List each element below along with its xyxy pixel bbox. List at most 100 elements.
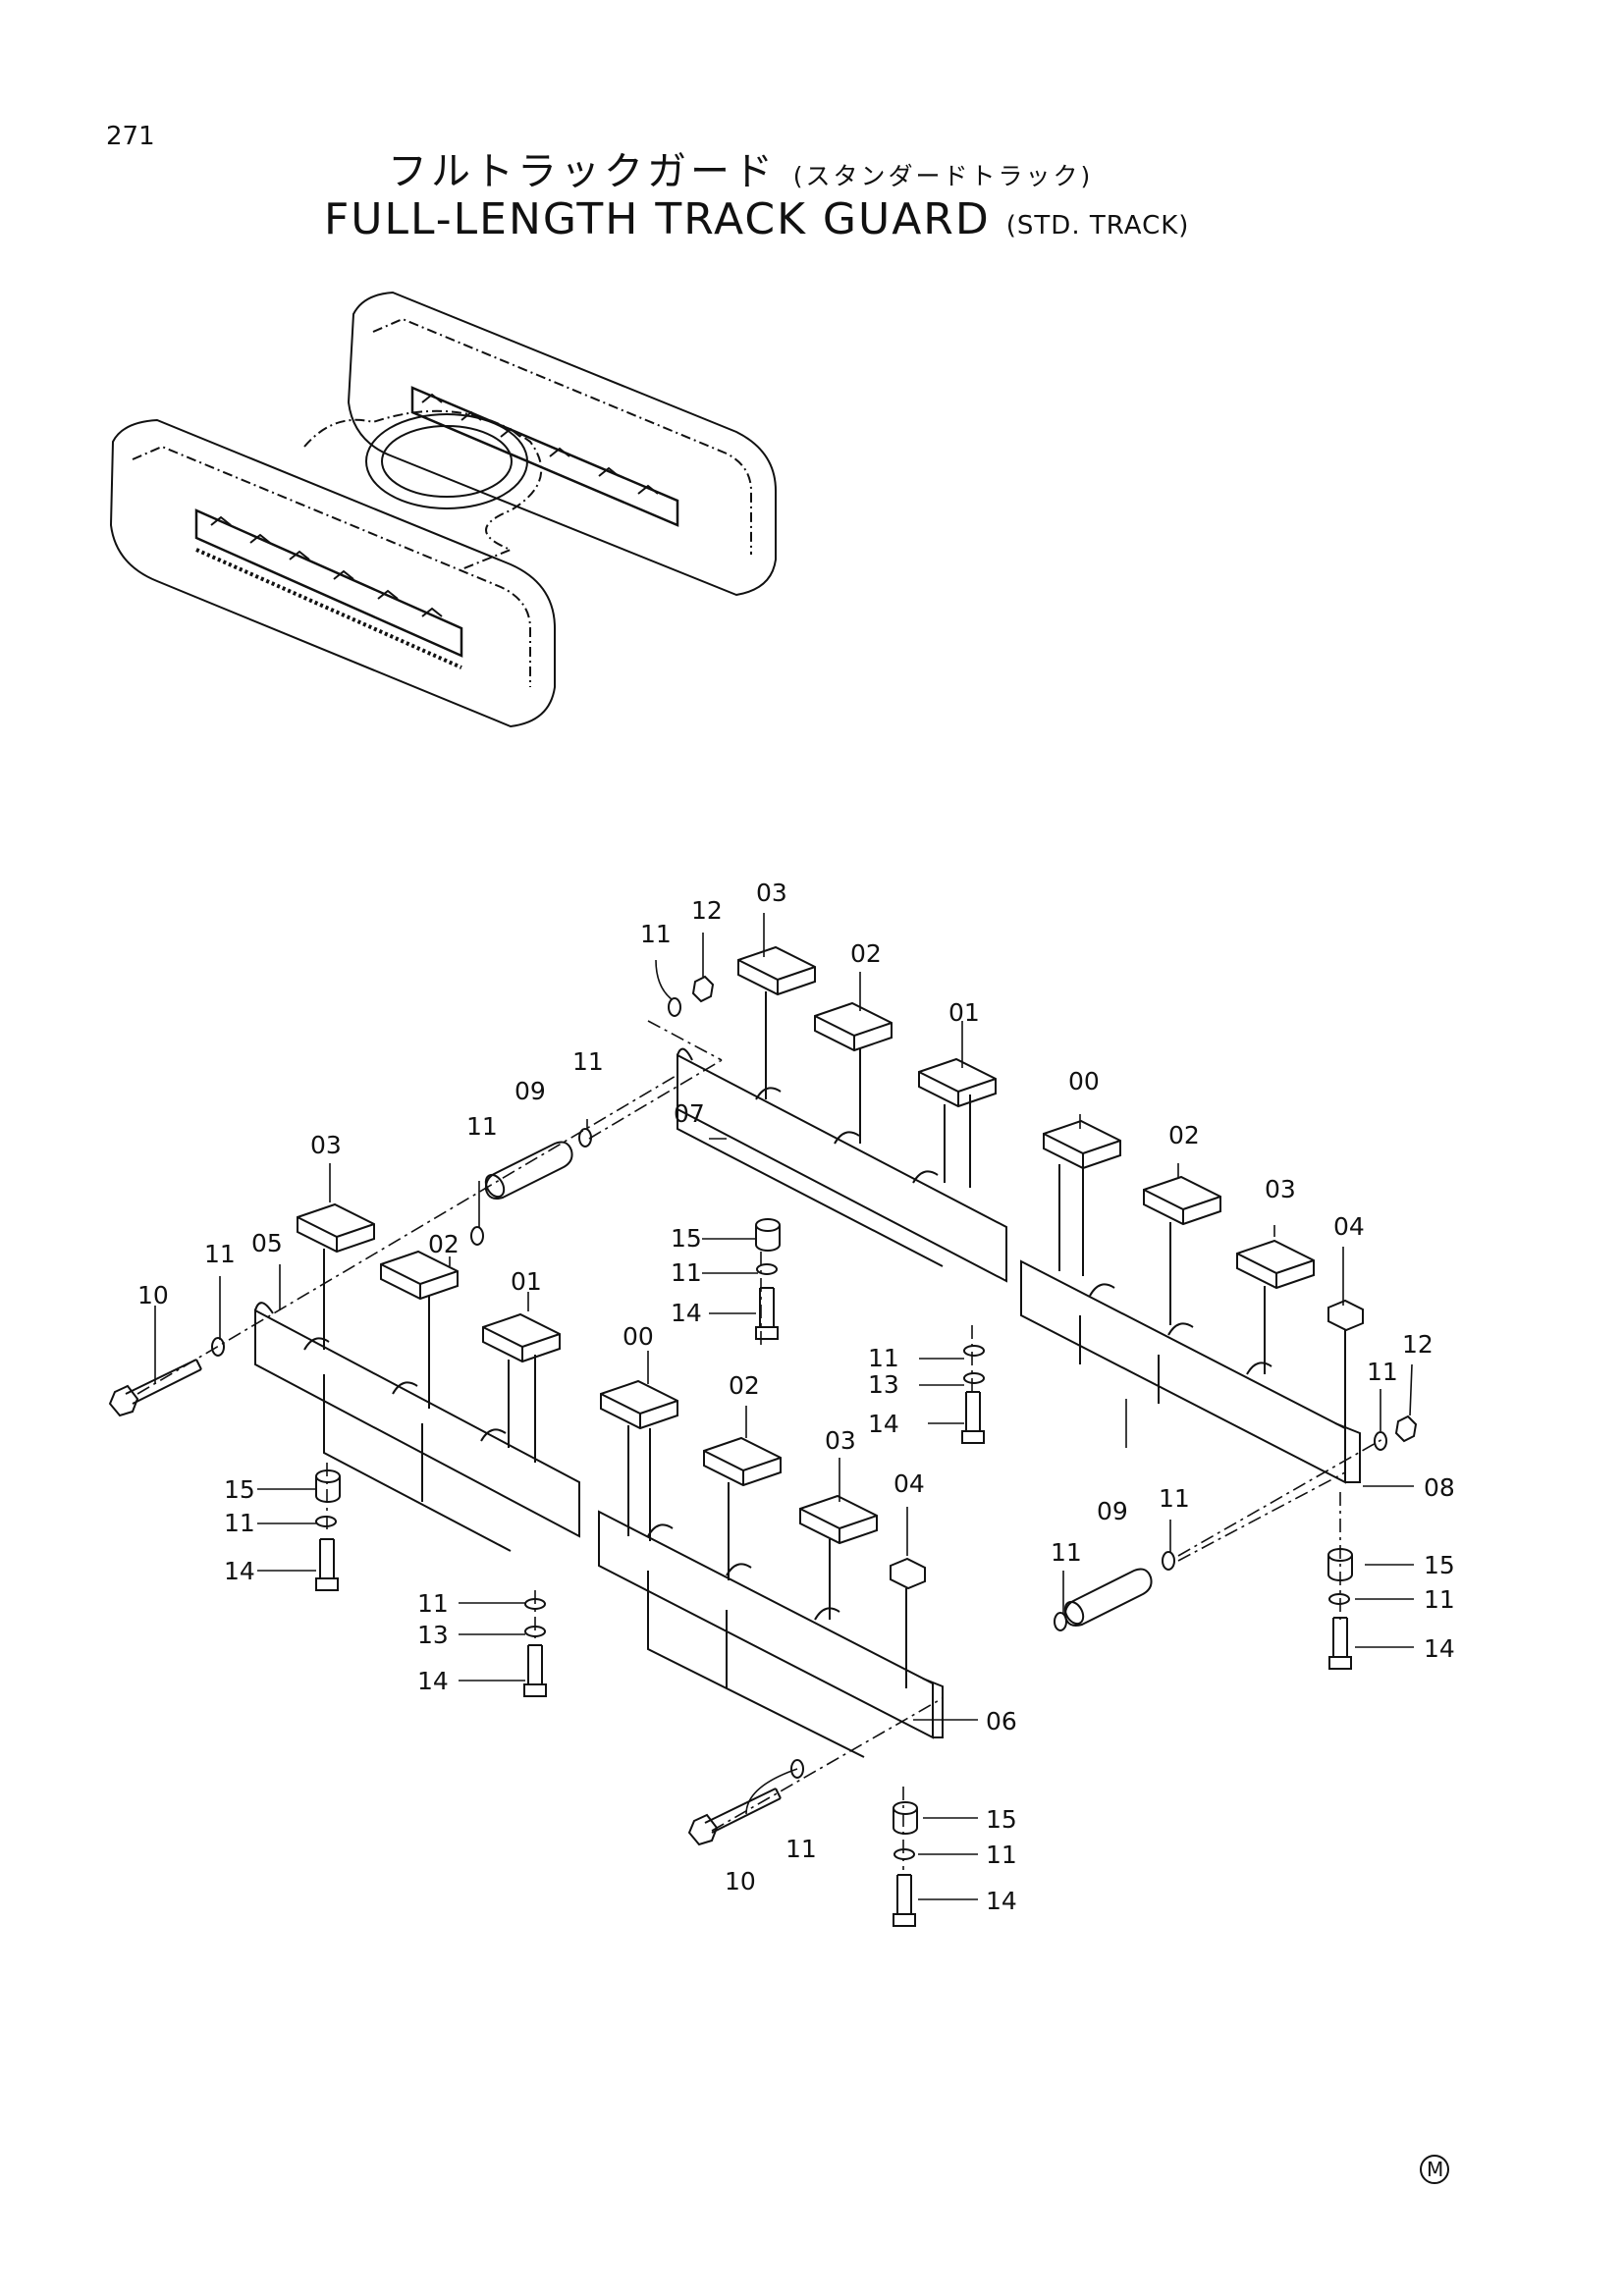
- plate-03-far: [737, 945, 816, 996]
- label-14: 14: [417, 1667, 449, 1695]
- nut-12-top: [691, 975, 715, 1003]
- title-english-subtitle: (STD. TRACK): [1005, 211, 1190, 240]
- plates: [297, 945, 1364, 1590]
- washer-11: [1162, 1551, 1175, 1571]
- label-11: 11: [785, 1835, 817, 1863]
- label-15: 15: [224, 1475, 255, 1504]
- label-12: 12: [1402, 1330, 1434, 1359]
- guard-08-end: [1334, 1422, 1361, 1483]
- label-01: 01: [511, 1267, 542, 1296]
- pin-09-right-end: [1063, 1600, 1085, 1626]
- plate-00-near: [600, 1379, 678, 1430]
- label-00: 00: [1068, 1067, 1100, 1095]
- label-11: 11: [1424, 1585, 1455, 1614]
- washer-11: [315, 1516, 337, 1527]
- bolt-10-left-head: [108, 1384, 139, 1417]
- spacer-15: [1327, 1548, 1353, 1581]
- label-00: 00: [623, 1322, 654, 1351]
- label-04: 04: [893, 1469, 925, 1498]
- label-15: 15: [1424, 1551, 1455, 1579]
- plate-03-near: [297, 1202, 375, 1254]
- guard-07-notches: [755, 1087, 939, 1184]
- label-02: 02: [729, 1371, 760, 1400]
- label-11: 11: [640, 920, 672, 948]
- label-11: 11: [868, 1344, 899, 1372]
- plate-02-near: [380, 1250, 459, 1301]
- label-11: 11: [1159, 1484, 1190, 1513]
- washer-11: [756, 1263, 778, 1275]
- guard-08-notches: [1089, 1283, 1272, 1375]
- bolt-10-right-head: [687, 1813, 719, 1846]
- alignment-lines: [136, 1020, 1385, 1870]
- label-13: 13: [868, 1370, 899, 1399]
- label-11: 11: [224, 1509, 255, 1537]
- label-02: 02: [1168, 1121, 1200, 1149]
- near-track-inner-line: [132, 445, 531, 687]
- label-02: 02: [428, 1230, 460, 1258]
- center-frame: [303, 409, 543, 570]
- plate-00-far: [1043, 1119, 1121, 1170]
- washer-11: [1328, 1593, 1350, 1605]
- exploded-assembly: [108, 913, 1418, 1927]
- corner-mark-letter: M: [1427, 2158, 1443, 2181]
- washer-11: [470, 1226, 484, 1246]
- block-04-near: [890, 1557, 926, 1590]
- label-14: 14: [868, 1410, 899, 1438]
- undercarriage-overview: [109, 291, 777, 728]
- lock-washer-13: [963, 1372, 986, 1384]
- plate-03-far-right: [1236, 1239, 1315, 1290]
- label-03: 03: [1265, 1175, 1296, 1203]
- far-track-inner-line: [372, 317, 752, 555]
- label-14: 14: [986, 1887, 1017, 1915]
- washer-11: [1054, 1612, 1067, 1631]
- plate-02-far-right: [1143, 1175, 1221, 1226]
- label-03: 03: [310, 1131, 342, 1159]
- washer-11: [790, 1759, 804, 1779]
- label-15: 15: [986, 1805, 1017, 1834]
- bolt-14: [315, 1538, 339, 1591]
- swing-bearing: [365, 413, 528, 509]
- plate-03-near-right: [799, 1494, 878, 1545]
- label-06: 06: [986, 1707, 1017, 1735]
- label-10: 10: [137, 1281, 169, 1309]
- corner-mark-circle: [1420, 2155, 1449, 2184]
- guard-07-end: [677, 1047, 693, 1061]
- bolt-14: [1328, 1617, 1352, 1670]
- label-09: 09: [1097, 1497, 1128, 1525]
- washer-11: [893, 1848, 915, 1860]
- spacer-15: [315, 1469, 341, 1503]
- label-11: 11: [572, 1047, 604, 1076]
- label-04: 04: [1333, 1212, 1365, 1241]
- label-11: 11: [1051, 1538, 1082, 1567]
- plate-02-near-right: [703, 1436, 782, 1487]
- label-14: 14: [671, 1299, 702, 1327]
- near-track-shoes: [195, 548, 462, 669]
- label-09: 09: [514, 1077, 546, 1105]
- label-05: 05: [251, 1229, 283, 1257]
- label-15: 15: [671, 1224, 702, 1253]
- label-08: 08: [1424, 1473, 1455, 1502]
- washer-11: [1374, 1431, 1387, 1451]
- plate-01-near: [482, 1312, 561, 1363]
- leader-lines: [154, 913, 1414, 1900]
- guard-06-end: [922, 1678, 944, 1738]
- guard-05-lower: [323, 1374, 512, 1552]
- bolt-14: [755, 1287, 779, 1340]
- plate-01-far: [918, 1057, 997, 1108]
- far-track-frame: [347, 291, 777, 597]
- label-07: 07: [674, 1099, 705, 1128]
- near-track-frame: [109, 418, 556, 728]
- label-11: 11: [671, 1258, 702, 1287]
- title-japanese: フルトラックガード: [388, 149, 777, 194]
- washer-11: [963, 1345, 985, 1357]
- lock-washer-13: [524, 1626, 547, 1637]
- label-10: 10: [725, 1867, 756, 1896]
- pin-09-left-end: [484, 1173, 506, 1199]
- label-13: 13: [417, 1621, 449, 1649]
- washer-11: [668, 997, 681, 1017]
- guard-07-lower: [677, 1109, 944, 1267]
- guard-08: [1020, 1259, 1346, 1484]
- guard-05-notches: [303, 1337, 507, 1442]
- label-11: 11: [417, 1589, 449, 1618]
- callout-labels: 03 12 11 02 01 11 09 00 02 07 11 03 03 0…: [137, 879, 1455, 1915]
